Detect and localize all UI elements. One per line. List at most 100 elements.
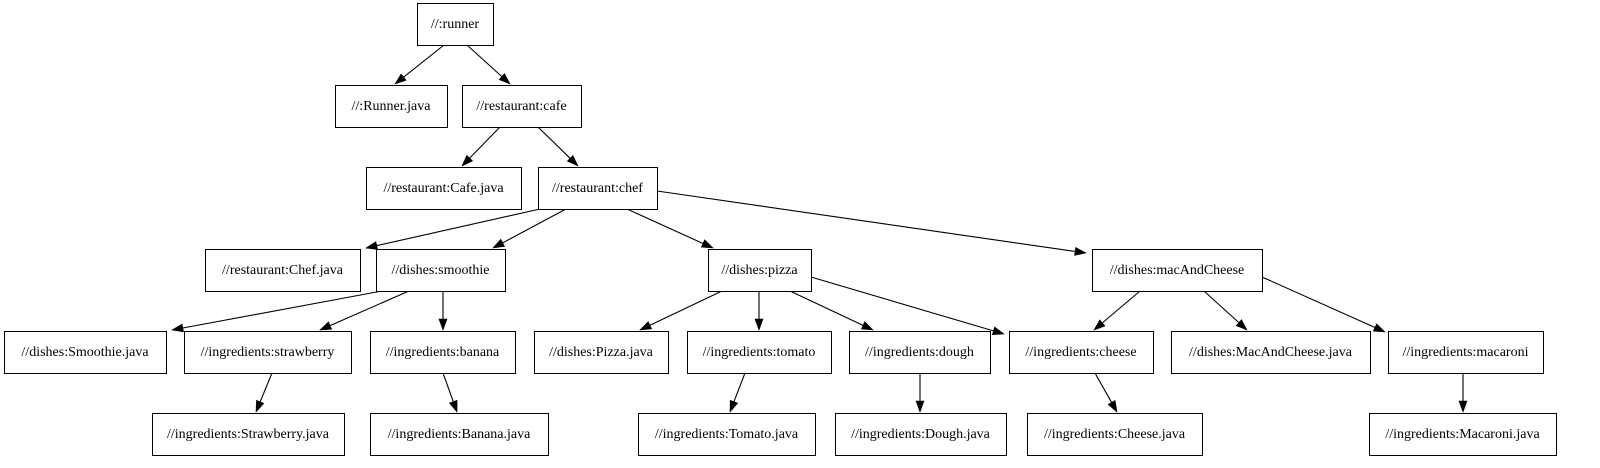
node-label: //ingredients:Strawberry.java [167, 427, 330, 442]
node-box[interactable] [152, 413, 345, 456]
graph-node-ing_banana[interactable]: //ingredients:banana [370, 331, 516, 374]
graph-edge [537, 126, 579, 167]
node-label: //dishes:macAndCheese [1110, 263, 1245, 278]
graph-edge [466, 44, 511, 85]
node-label: //ingredients:Tomato.java [655, 427, 799, 442]
node-label: //dishes:smoothie [392, 263, 490, 278]
graph-node-cafe_java[interactable]: //restaurant:Cafe.java [366, 167, 522, 210]
graph-node-dishes_pizza[interactable]: //dishes:pizza [708, 249, 812, 292]
node-label: //ingredients:strawberry [201, 345, 335, 360]
node-box[interactable] [4, 331, 167, 374]
graph-node-restaurant_cafe[interactable]: //restaurant:cafe [462, 85, 582, 128]
graph-node-restaurant_chef[interactable]: //restaurant:chef [538, 167, 658, 210]
graph-edge [656, 190, 1087, 256]
graph-edge [1458, 373, 1468, 413]
graph-node-pizza_java[interactable]: //dishes:Pizza.java [534, 331, 669, 374]
node-box[interactable] [638, 413, 816, 456]
arrowhead-icon [1093, 319, 1106, 331]
arrowhead-icon [729, 399, 739, 413]
arrowhead-icon [1235, 319, 1248, 331]
graph-node-dishes_smoothie[interactable]: //dishes:smoothie [376, 249, 506, 292]
arrowhead-icon [1372, 323, 1386, 333]
node-label: //ingredients:banana [386, 345, 500, 360]
node-box[interactable] [534, 331, 669, 374]
node-box[interactable] [376, 249, 506, 292]
graph-node-banana_java[interactable]: //ingredients:Banana.java [370, 413, 549, 456]
arrowhead-icon [319, 321, 333, 331]
node-box[interactable] [1092, 249, 1263, 292]
node-box[interactable] [1171, 331, 1371, 374]
graph-edge [442, 372, 458, 413]
arrowhead-icon [1458, 400, 1468, 413]
arrowhead-icon [498, 73, 511, 85]
node-label: //ingredients:tomato [703, 345, 816, 360]
node-box[interactable] [370, 413, 549, 456]
node-label: //ingredients:cheese [1025, 345, 1136, 360]
graph-node-runner[interactable]: //:runner [417, 3, 494, 46]
node-label: //ingredients:Cheese.java [1044, 427, 1186, 442]
graph-edge [1261, 276, 1386, 333]
graph-node-strawberry_java[interactable]: //ingredients:Strawberry.java [152, 413, 345, 456]
arrowhead-icon [438, 318, 448, 331]
node-box[interactable] [335, 85, 448, 128]
graph-edge [1093, 290, 1141, 331]
node-box[interactable] [184, 331, 352, 374]
node-box[interactable] [1009, 331, 1154, 374]
node-label: //dishes:pizza [721, 263, 798, 278]
node-box[interactable] [417, 3, 494, 46]
arrowhead-icon [754, 318, 764, 331]
graph-node-chef_java[interactable]: //restaurant:Chef.java [205, 249, 361, 292]
graph-node-macncheese_java[interactable]: //dishes:MacAndCheese.java [1171, 331, 1371, 374]
graph-edge [438, 291, 448, 331]
node-box[interactable] [1027, 413, 1203, 456]
node-box[interactable] [687, 331, 832, 374]
node-label: //restaurant:Chef.java [222, 263, 344, 278]
arrowhead-icon [991, 326, 1005, 336]
node-box[interactable] [1388, 331, 1544, 374]
graph-edge [1203, 290, 1248, 331]
node-label: //ingredients:Banana.java [388, 427, 531, 442]
node-box[interactable] [849, 331, 991, 374]
graph-node-dough_java[interactable]: //ingredients:Dough.java [835, 413, 1007, 456]
arrowhead-icon [860, 321, 874, 331]
node-box[interactable] [1369, 413, 1557, 456]
node-box[interactable] [366, 167, 522, 210]
node-label: //restaurant:cafe [476, 99, 566, 114]
graph-node-cheese_java[interactable]: //ingredients:Cheese.java [1027, 413, 1203, 456]
arrowhead-icon [171, 323, 184, 333]
node-label: //restaurant:chef [552, 181, 643, 196]
node-box[interactable] [708, 249, 812, 292]
node-label: //dishes:MacAndCheese.java [1189, 345, 1353, 360]
graph-node-ing_macaroni[interactable]: //ingredients:macaroni [1388, 331, 1544, 374]
node-label: //ingredients:macaroni [1403, 345, 1529, 360]
graph-node-smoothie_java[interactable]: //dishes:Smoothie.java [4, 331, 167, 374]
arrowhead-icon [566, 154, 579, 167]
arrowhead-icon [1074, 247, 1087, 256]
arrowhead-icon [492, 238, 506, 249]
node-label: //dishes:Pizza.java [549, 345, 654, 360]
graph-edge [639, 290, 723, 331]
node-box[interactable] [370, 331, 516, 374]
graph-edge [255, 372, 273, 413]
node-label: //ingredients:Dough.java [851, 427, 991, 442]
graph-edge [810, 276, 1005, 336]
arrowhead-icon [915, 400, 925, 413]
arrowhead-icon [700, 239, 714, 249]
graph-edge [729, 372, 746, 413]
graph-node-ing_dough[interactable]: //ingredients:dough [849, 331, 991, 374]
graph-node-macaroni_java[interactable]: //ingredients:Macaroni.java [1369, 413, 1557, 456]
node-box[interactable] [835, 413, 1007, 456]
graph-node-runner_java[interactable]: //:Runner.java [335, 85, 448, 128]
node-box[interactable] [538, 167, 658, 210]
graph-node-ing_tomato[interactable]: //ingredients:tomato [687, 331, 832, 374]
graph-edge [754, 291, 764, 331]
graph-node-tomato_java[interactable]: //ingredients:Tomato.java [638, 413, 816, 456]
graph-node-ing_cheese[interactable]: //ingredients:cheese [1009, 331, 1154, 374]
node-box[interactable] [205, 249, 361, 292]
graph-node-ing_strawberry[interactable]: //ingredients:strawberry [184, 331, 352, 374]
graph-node-dishes_macncheese[interactable]: //dishes:macAndCheese [1092, 249, 1263, 292]
node-box[interactable] [462, 85, 582, 128]
graph-edge [789, 290, 874, 331]
